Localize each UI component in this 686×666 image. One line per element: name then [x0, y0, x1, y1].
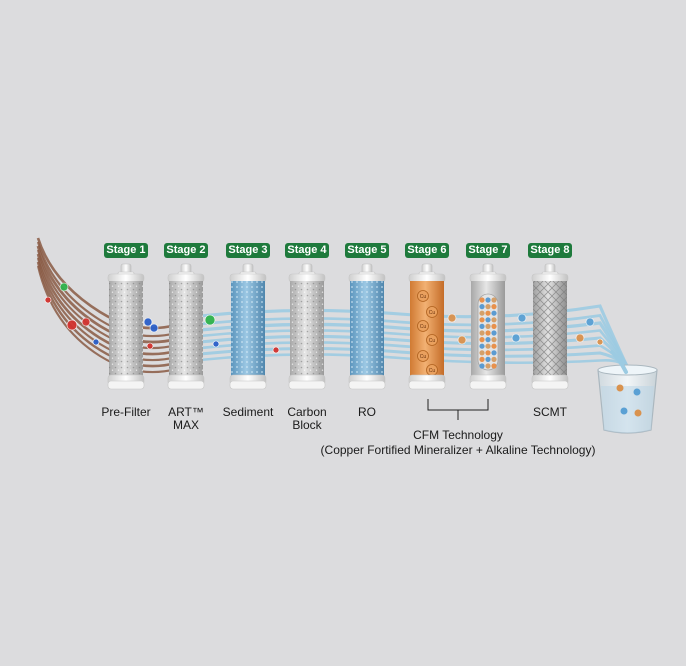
- particle-icon: [212, 340, 220, 348]
- dirty-water-strand: [36, 249, 201, 350]
- cfm-title: CFM Technology: [413, 428, 503, 442]
- dirty-water-strand: [36, 241, 201, 338]
- stage-badge-3: Stage 3: [226, 243, 270, 258]
- stage-badge-5: Stage 5: [345, 243, 389, 258]
- particle-icon: [447, 313, 457, 323]
- stage-badge-4: Stage 4: [285, 243, 329, 258]
- particle-icon: [149, 323, 159, 333]
- dirty-water-strand: [36, 257, 201, 362]
- stage-label-3: Sediment: [222, 405, 274, 419]
- particle-icon: [596, 338, 604, 346]
- stage-badge-7: Stage 7: [466, 243, 510, 258]
- dirty-water-strand: [36, 253, 201, 356]
- cfm-bracket: [427, 399, 489, 420]
- clean-water-strand: [199, 341, 630, 369]
- svg-text:Cu: Cu: [429, 310, 436, 316]
- dirty-water-strand: [36, 245, 201, 344]
- particle-icon: [585, 317, 595, 327]
- filter-cartridge-4: [288, 263, 326, 390]
- stage-label-8: SCMT: [533, 405, 567, 419]
- particle-icon: [457, 335, 467, 345]
- clean-water-strand: [199, 329, 630, 369]
- clean-water-strand: [199, 304, 630, 369]
- stage-badge-2: Stage 2: [164, 243, 208, 258]
- stage-label-1: Pre-Filter: [101, 405, 151, 419]
- filter-cartridge-1: [107, 263, 145, 390]
- svg-text:Cu: Cu: [429, 338, 436, 344]
- filter-cartridge-5: [348, 263, 386, 390]
- particle-icon: [272, 346, 280, 354]
- dirty-water-strand: [36, 261, 201, 368]
- stage-badge-8: Stage 8: [528, 243, 572, 258]
- filter-cartridge-2: [167, 263, 205, 390]
- particle-icon: [204, 314, 216, 326]
- stage-badge-1: Stage 1: [104, 243, 148, 258]
- particle-icon: [143, 317, 153, 327]
- particle-icon: [59, 282, 69, 292]
- particle-icon: [146, 342, 154, 350]
- particle-icon: [44, 296, 52, 304]
- particle-icon: [92, 338, 100, 346]
- filter-cartridge-7: [469, 263, 507, 390]
- particle-icon: [511, 333, 521, 343]
- particle-icon: [66, 319, 78, 331]
- svg-text:Cu: Cu: [420, 294, 427, 300]
- clean-water-strand: [199, 353, 629, 369]
- clean-water-strand: [199, 321, 630, 369]
- cfm-subtitle: (Copper Fortified Mineralizer + Alkaline…: [320, 443, 596, 457]
- particle-icon: [575, 333, 585, 343]
- cfm-group-label: CFM Technology (Copper Fortified Mineral…: [321, 428, 596, 457]
- clean-water-strand: [199, 314, 630, 369]
- filter-cartridge-3: [229, 263, 267, 390]
- stage-badge-6: Stage 6: [405, 243, 449, 258]
- particle-icon: [517, 313, 527, 323]
- svg-text:Cu: Cu: [429, 368, 436, 374]
- clean-water-strand: [199, 334, 630, 369]
- particle-icon: [81, 317, 91, 327]
- svg-text:Cu: Cu: [420, 324, 427, 330]
- contaminant-particles: [44, 282, 604, 354]
- clean-water-strand: [199, 346, 630, 369]
- svg-text:Cu: Cu: [420, 354, 427, 360]
- water-flow: [36, 237, 630, 374]
- stage-label-5: RO: [358, 405, 376, 419]
- dirty-water-strand: [36, 237, 201, 330]
- filter-cartridge-8: [531, 263, 569, 390]
- water-glass-icon: [597, 350, 658, 434]
